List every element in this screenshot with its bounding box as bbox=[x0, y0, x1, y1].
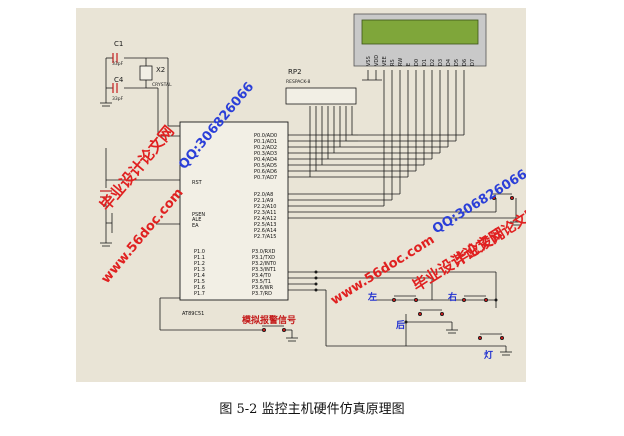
mcu-pin-p2-0: P2.0/A8 bbox=[254, 192, 273, 198]
schematic: C1 33pF C4 33pF X2 CRYSTAL RP2 RESPACK-8… bbox=[96, 13, 526, 361]
lcd-pin-d7: D7 bbox=[470, 59, 476, 66]
mcu-pin-p2-3: P2.3/A11 bbox=[254, 210, 276, 216]
mcu-pin-p3-7: P3.7/RD bbox=[252, 291, 272, 297]
mcu-pin-p0-1: P0.1/AD1 bbox=[254, 139, 277, 145]
mcu-pin-p2-4: P2.4/A12 bbox=[254, 216, 276, 222]
c1-ref: C1 bbox=[114, 40, 123, 48]
capacitors bbox=[100, 53, 118, 198]
mcu-pin-p0-0: P0.0/AD0 bbox=[254, 133, 277, 139]
lcd-pin-d4: D4 bbox=[446, 59, 452, 66]
label-right: 右 bbox=[447, 291, 457, 303]
mcu-rst: RST bbox=[192, 180, 203, 186]
label-light: 灯 bbox=[484, 349, 493, 361]
mcu-pin-p0-3: P0.3/AD3 bbox=[254, 151, 277, 157]
mcu-pin-p1-1: P1.1 bbox=[194, 255, 205, 261]
mcu-pin-p3-2: P3.2/INT0 bbox=[252, 261, 276, 267]
c4-ref: C4 bbox=[114, 76, 124, 84]
label-alarm: 模拟报警信号 bbox=[242, 314, 296, 326]
mcu-pin-p3-3: P3.3/INT1 bbox=[252, 267, 276, 273]
lcd-pin-d3: D3 bbox=[438, 59, 444, 66]
svg-text:www.56doc.com: www.56doc.com bbox=[328, 232, 437, 308]
mcu-ref: AT89C51 bbox=[182, 311, 204, 317]
mcu-pin-p3-5: P3.5/T1 bbox=[252, 279, 271, 285]
mcu-pin-p2-5: P2.5/A13 bbox=[254, 222, 276, 228]
mcu-pin-p1-4: P1.4 bbox=[194, 273, 205, 279]
c1-value: 33pF bbox=[112, 61, 124, 67]
junction-dots bbox=[314, 270, 498, 324]
mcu-pin-p1-2: P1.2 bbox=[194, 261, 205, 267]
lcd-pin-vss: VSS bbox=[366, 56, 372, 66]
crystal-value: CRYSTAL bbox=[152, 82, 172, 88]
rp2-value: RESPACK-8 bbox=[286, 79, 310, 85]
mcu-psen: PSEN bbox=[192, 212, 205, 218]
lcd-pin-d1: D1 bbox=[422, 59, 428, 66]
lcd-pin-rs: RS bbox=[390, 59, 396, 66]
crystal-symbol bbox=[139, 65, 153, 81]
mcu-pin-p1-6: P1.6 bbox=[194, 285, 205, 291]
mcu-pin-p0-4: P0.4/AD4 bbox=[254, 157, 277, 163]
mcu-pin-p1-3: P1.3 bbox=[194, 267, 205, 273]
label-back: 后 bbox=[396, 319, 405, 331]
schematic-canvas: C1 33pF C4 33pF X2 CRYSTAL RP2 RESPACK-8… bbox=[76, 8, 526, 382]
lcd-pin-e: E bbox=[406, 63, 412, 66]
mcu-pin-p1-5: P1.5 bbox=[194, 279, 205, 285]
lcd-pin-d0: D0 bbox=[414, 59, 420, 66]
mcu-pin-p2-6: P2.6/A14 bbox=[254, 228, 276, 234]
lcd-pin-vdd: VDD bbox=[374, 55, 380, 66]
mcu-pin-p3-0: P3.0/RXD bbox=[252, 249, 276, 255]
lcd-pin-d6: D6 bbox=[462, 59, 468, 66]
c4-value: 33pF bbox=[112, 96, 124, 102]
mcu-pin-p0-7: P0.7/AD7 bbox=[254, 175, 277, 181]
mcu-pin-p2-7: P2.7/A15 bbox=[254, 234, 276, 240]
rp2-ref: RP2 bbox=[288, 68, 302, 76]
lcd-pin-vee: VEE bbox=[382, 56, 388, 66]
lcd-pin-rw: RW bbox=[398, 58, 404, 66]
push-buttons bbox=[261, 193, 514, 340]
mcu-pin-p0-5: P0.5/AD5 bbox=[254, 163, 277, 169]
mcu-pin-labels: P0.0/AD0P0.1/AD1P0.2/AD2P0.3/AD3P0.4/AD4… bbox=[194, 133, 277, 297]
mcu-pin-p3-4: P3.4/T0 bbox=[252, 273, 271, 279]
figure-caption: 图 5-2 监控主机硬件仿真原理图 bbox=[219, 402, 405, 417]
mcu-ale: ALE bbox=[192, 217, 201, 223]
mcu-ea: EA bbox=[192, 223, 199, 229]
mcu-pin-p3-1: P3.1/TXD bbox=[252, 255, 275, 261]
mcu-pin-p0-2: P0.2/AD2 bbox=[254, 145, 277, 151]
mcu-pin-p2-2: P2.2/A10 bbox=[254, 204, 276, 210]
rp2-resistor-pack bbox=[285, 87, 357, 105]
lcd-pin-d2: D2 bbox=[430, 59, 436, 66]
mcu-pin-p2-1: P2.1/A9 bbox=[254, 198, 273, 204]
wires bbox=[100, 57, 522, 356]
lcd-module bbox=[353, 13, 487, 67]
mcu-body bbox=[179, 121, 289, 301]
mcu-pin-p1-7: P1.7 bbox=[194, 291, 205, 297]
lcd-pin-d5: D5 bbox=[454, 59, 460, 66]
watermark-site-center: www.56doc.com bbox=[328, 232, 437, 308]
crystal-ref: X2 bbox=[156, 66, 165, 74]
mcu-pin-p1-0: P1.0 bbox=[194, 249, 205, 255]
mcu-pin-p3-6: P3.6/WR bbox=[252, 285, 274, 291]
mcu-pin-p0-6: P0.6/AD6 bbox=[254, 169, 277, 175]
lcd-screen bbox=[361, 19, 479, 45]
label-left: 左 bbox=[367, 291, 377, 303]
